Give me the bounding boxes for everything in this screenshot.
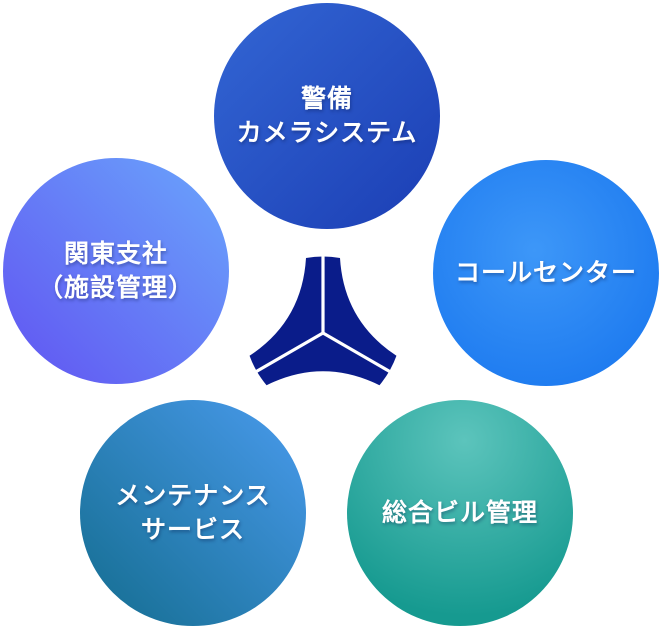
- label-line: コールセンター: [454, 259, 637, 287]
- circle-label-security-camera-system: 警備 カメラシステム: [237, 82, 418, 150]
- circle-label-maintenance-service: メンテナンス サービス: [115, 479, 271, 547]
- label-line: 総合ビル管理: [381, 499, 538, 527]
- three-spoke-emblem-icon: [249, 256, 397, 386]
- circle-maintenance-service: メンテナンス サービス: [80, 400, 306, 626]
- circle-label-building-management: 総合ビル管理: [382, 496, 538, 530]
- label-line: 関東支社: [63, 240, 168, 268]
- label-line: サービス: [140, 516, 245, 544]
- circle-label-kanto-branch: 関東支社 （施設管理）: [38, 237, 194, 305]
- label-line: カメラシステム: [236, 119, 418, 147]
- circle-building-management: 総合ビル管理: [347, 400, 573, 626]
- circle-kanto-branch: 関東支社 （施設管理）: [3, 158, 229, 384]
- circle-label-call-center: コールセンター: [455, 256, 637, 290]
- label-line: メンテナンス: [115, 482, 271, 510]
- circle-security-camera-system: 警備 カメラシステム: [214, 3, 440, 229]
- emblem-divider-lines: [255, 256, 391, 373]
- label-line: 警備: [300, 85, 353, 113]
- label-line: （施設管理）: [37, 274, 194, 302]
- circle-call-center: コールセンター: [433, 160, 659, 386]
